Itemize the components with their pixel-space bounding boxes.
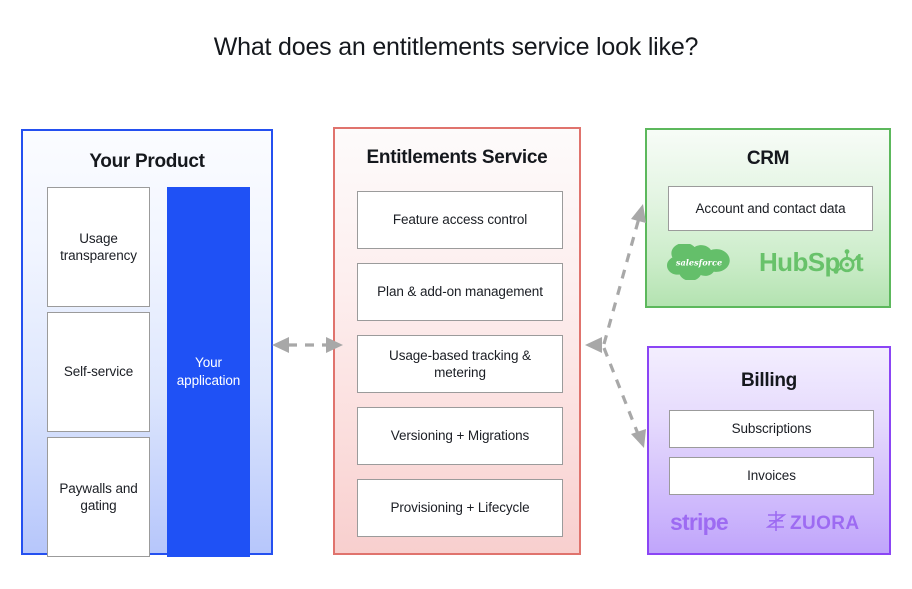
- arrowhead-left: [272, 337, 289, 353]
- zuora-mark: [766, 511, 787, 531]
- stripe-logo: stripe: [670, 509, 729, 535]
- panel-crm: CRM Account and contact data salesforce …: [645, 128, 891, 308]
- zuora-logo: ZUORA: [766, 511, 860, 534]
- card-subscriptions: Subscriptions: [669, 410, 874, 448]
- arrowhead-crm: [631, 204, 646, 223]
- salesforce-logo: salesforce: [667, 244, 730, 280]
- card-versioning-migrations: Versioning + Migrations: [357, 407, 563, 465]
- card-paywalls-and-gating: Paywalls and gating: [47, 437, 150, 557]
- page-title: What does an entitlements service look l…: [213, 33, 699, 61]
- salesforce-wordmark: salesforce: [676, 258, 722, 268]
- card-plan-add-on-management: Plan & add-on management: [357, 263, 563, 321]
- block-your-application: Your application: [167, 187, 250, 557]
- card-account-and-contact-data: Account and contact data: [668, 186, 873, 231]
- hubspot-wordmark: HubSp: [759, 247, 840, 277]
- crm-logo-row: salesforce HubSp t: [647, 244, 889, 280]
- card-provisioning-lifecycle: Provisioning + Lifecycle: [357, 479, 563, 537]
- panel-your-product: Your Product Usage transparency Self-ser…: [21, 129, 273, 557]
- card-self-service: Self-service: [47, 312, 150, 432]
- hubspot-logo: HubSp t: [759, 247, 865, 277]
- panel-entitlements-service: Entitlements Service Feature access cont…: [333, 127, 581, 555]
- card-usage-transparency: Usage transparency: [47, 187, 150, 307]
- panel-title-entitlements-service: Entitlements Service: [366, 147, 548, 168]
- arrowhead-billing: [631, 429, 646, 448]
- panel-title-your-product: Your Product: [89, 151, 205, 172]
- billing-logo-row: stripe ZUORA: [649, 508, 889, 536]
- panel-billing: Billing Subscriptions Invoices stripe ZU…: [647, 346, 891, 555]
- panel-title-billing: Billing: [741, 370, 797, 391]
- arrowhead-entitlements: [585, 337, 602, 353]
- card-feature-access-control: Feature access control: [357, 191, 563, 249]
- stripe-wordmark: stripe: [670, 509, 728, 535]
- zuora-wordmark: ZUORA: [790, 513, 860, 534]
- card-invoices: Invoices: [669, 457, 874, 495]
- hubspot-wordmark-tail: t: [855, 247, 864, 277]
- panel-title-crm: CRM: [746, 148, 790, 169]
- connector-entitlements-integrations: [585, 204, 646, 448]
- card-usage-based-tracking-metering: Usage-based tracking & metering: [357, 335, 563, 393]
